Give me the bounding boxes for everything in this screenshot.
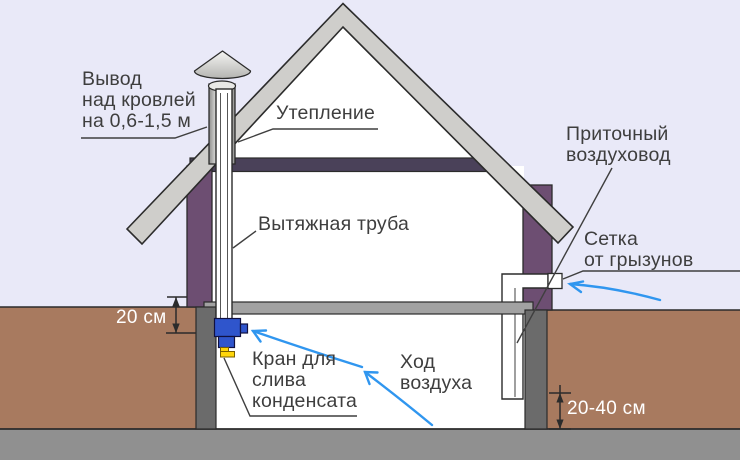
roof xyxy=(125,2,575,246)
leader-insulation xyxy=(237,128,378,143)
dim-20-40cm-label: 20-40 см xyxy=(567,398,646,419)
basement-room xyxy=(214,308,528,429)
condensate-valve xyxy=(213,317,249,358)
dim-20cm-label: 20 см xyxy=(116,307,167,328)
air-arrow-basement-right xyxy=(363,370,434,427)
basement-ceiling-beam xyxy=(203,301,534,315)
supply-duct-line2: воздуховод xyxy=(566,144,671,166)
drain-valve-line2: слива xyxy=(252,369,307,391)
drain-tap-icon xyxy=(220,347,235,358)
leader-supply-duct xyxy=(516,167,613,344)
supply-duct-label: Приточный воздуховод xyxy=(566,124,671,166)
chimney-cap xyxy=(193,50,252,80)
leader-drain-valve xyxy=(223,357,357,417)
air-arrow-basement-left xyxy=(251,329,364,369)
roof-outlet-line2: над кровлей xyxy=(82,89,196,111)
base-strip xyxy=(0,429,740,460)
drain-valve-line1: Кран для xyxy=(252,348,337,370)
leader-lines xyxy=(81,126,740,417)
ground-left xyxy=(0,307,196,429)
roof-outlet-line1: Вывод xyxy=(82,68,142,90)
dimension-20cm xyxy=(166,296,196,334)
drain-valve-line3: конденсата xyxy=(252,390,358,412)
leader-rodent-mesh xyxy=(562,270,740,280)
basement-walls xyxy=(195,306,548,430)
dimension-20-40cm xyxy=(549,385,571,430)
leader-roof-outlet xyxy=(81,126,208,139)
rodent-mesh-label: Сетка от грызунов xyxy=(584,229,693,271)
air-flow-line2: воздуха xyxy=(400,372,473,394)
exhaust-pipe-label: Вытяжная труба xyxy=(258,213,410,235)
ground xyxy=(0,306,740,460)
roof-outlet-line3: на 0,6-1,5 м xyxy=(82,110,191,132)
basement-wall-left xyxy=(195,306,217,430)
ground-right xyxy=(547,310,740,429)
air-flow-label: Ход воздуха xyxy=(400,352,472,394)
basement-wall-right xyxy=(524,309,548,430)
air-flow-arrows xyxy=(250,280,662,427)
insulation-label: Утепление xyxy=(276,102,376,124)
rodent-mesh-line2: от грызунов xyxy=(584,249,694,271)
roof-outlet-label: Вывод над кровлей на 0,6-1,5 м xyxy=(82,69,196,132)
leader-exhaust-pipe xyxy=(232,230,257,249)
ground-floor-room xyxy=(210,166,524,308)
supply-duct-line1: Приточный xyxy=(566,123,669,145)
air-arrow-outside xyxy=(568,282,662,302)
drain-valve-label: Кран для слива конденсата xyxy=(252,349,357,412)
air-flow-line1: Ход xyxy=(400,351,436,373)
exhaust-pipe xyxy=(215,88,233,321)
rodent-mesh-line1: Сетка xyxy=(584,228,639,250)
